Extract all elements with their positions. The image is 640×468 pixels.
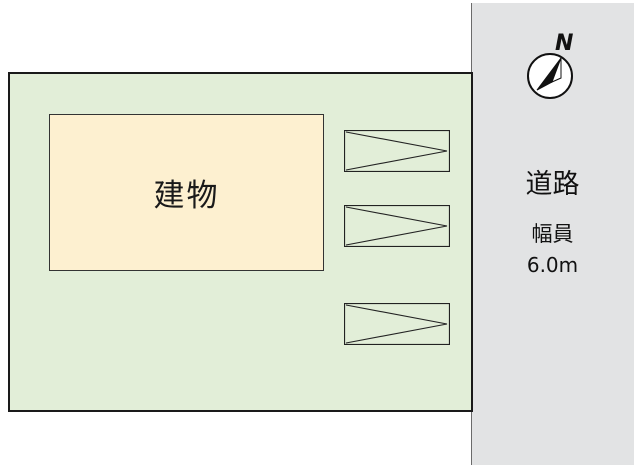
road-width-label: 幅員 [531,222,574,246]
road-name: 道路 [525,169,580,200]
parking-space-icon [344,205,450,247]
compass: N [518,28,588,106]
parking-space-3 [344,303,450,345]
parking-space-icon [344,130,450,172]
parking-space-2 [344,205,450,247]
parking-space-1 [344,130,450,172]
compass-north-label: N [555,31,573,56]
road-width-value: 6.0m [526,253,579,277]
compass-icon: N [527,31,573,99]
building-label: 建物 [153,178,220,214]
parking-space-icon [344,303,450,345]
building: 建物 [49,114,324,271]
